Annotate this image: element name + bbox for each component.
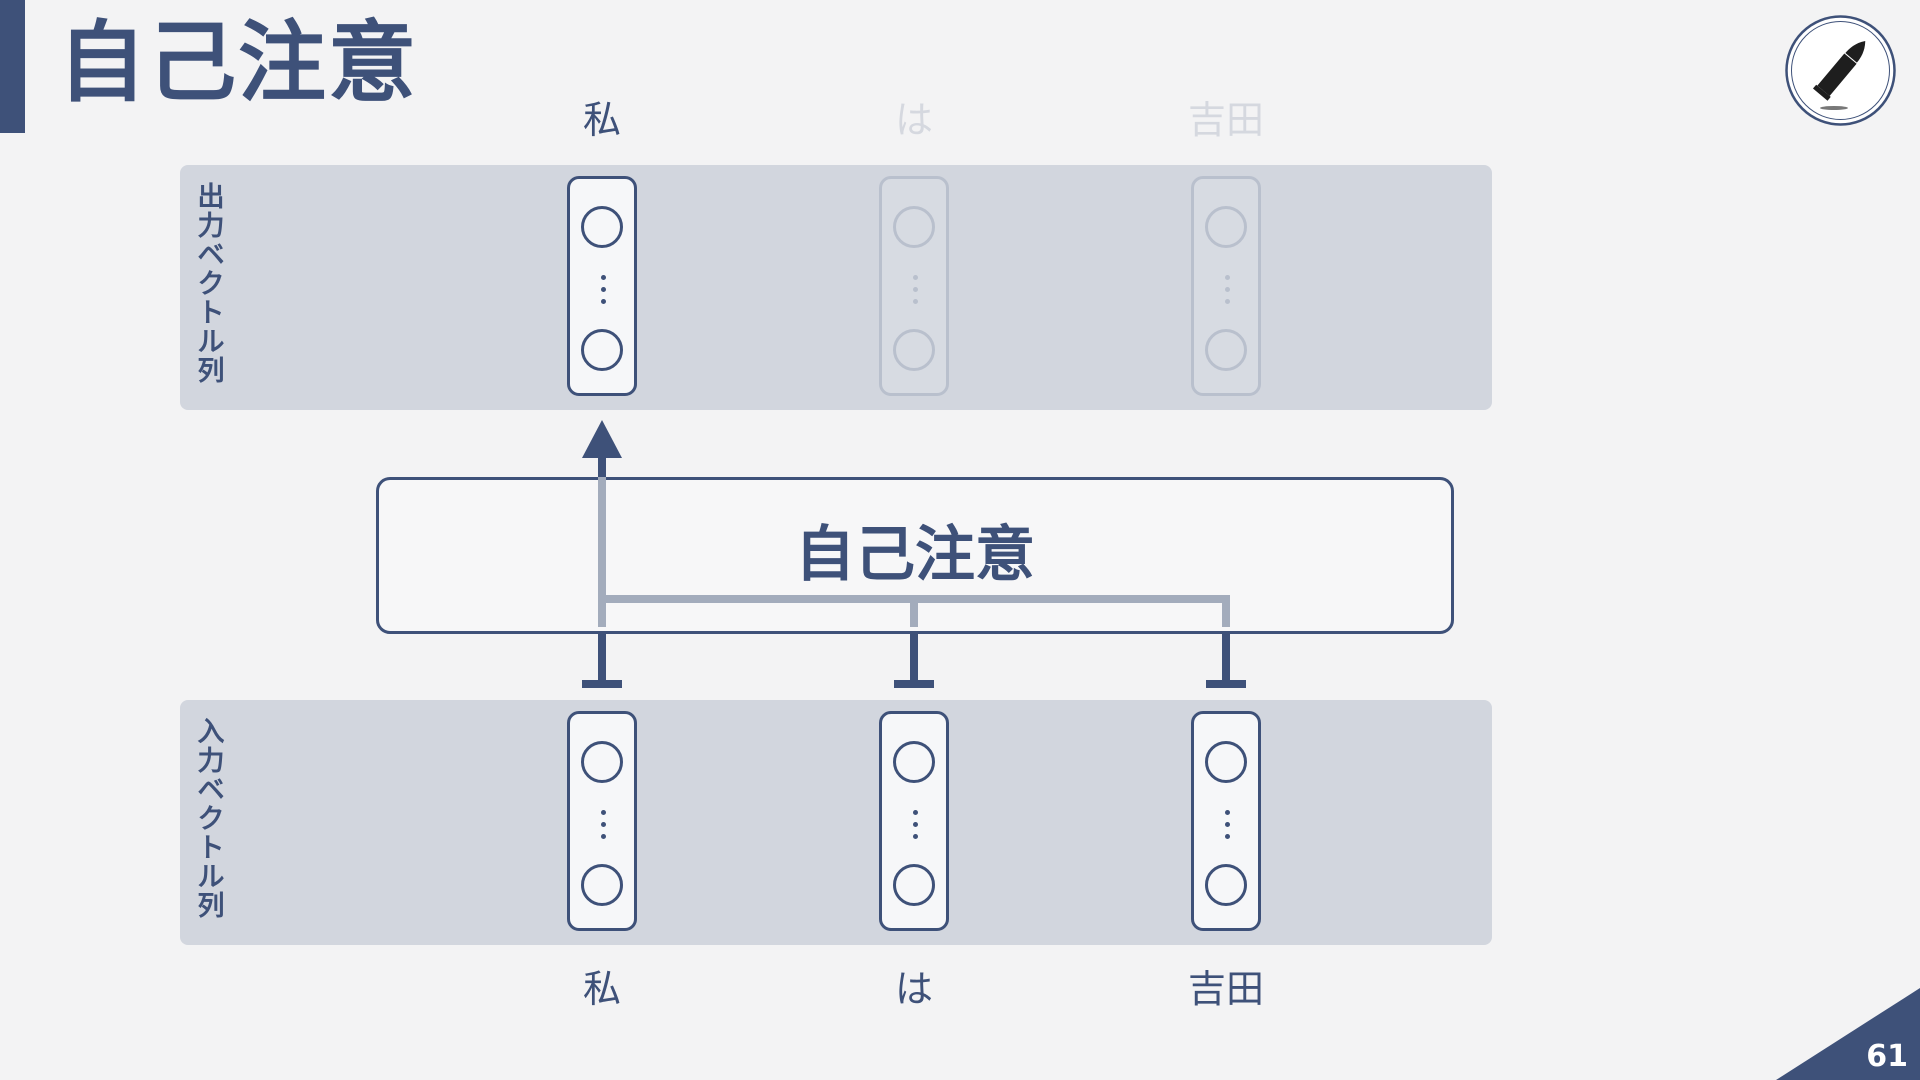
- output-panel-label: 出力ベクトル列: [197, 182, 225, 387]
- input-token-3: 吉田: [1187, 967, 1264, 1011]
- input-panel-label: 入力ベクトル列: [197, 717, 225, 922]
- self-attention-label: 自己注意: [795, 520, 1035, 590]
- neuron-circle: [893, 206, 935, 248]
- input-token-2: は: [894, 967, 933, 1011]
- ellipsis-dot: [1225, 275, 1230, 280]
- output-arrow-head: [582, 420, 622, 458]
- neuron-circle: [893, 741, 935, 783]
- input-token-1: 私: [582, 967, 621, 1011]
- output-vector-1: [567, 176, 637, 396]
- ellipsis-dot: [601, 287, 606, 292]
- ellipsis-dot: [913, 810, 918, 815]
- ellipsis-dot: [601, 834, 606, 839]
- ellipsis-dot: [1225, 822, 1230, 827]
- output-vector-panel: 出力ベクトル列: [180, 165, 1492, 410]
- input-stub-cap-2: [894, 680, 934, 688]
- slide-title: 自己注意: [58, 11, 419, 114]
- ellipsis-dot: [913, 287, 918, 292]
- ellipsis-dot: [601, 299, 606, 304]
- input-stub-cap-3: [1206, 680, 1246, 688]
- output-token-3: 吉田: [1187, 98, 1264, 142]
- neuron-circle: [581, 329, 623, 371]
- neuron-circle: [1205, 741, 1247, 783]
- title-accent-bar: [0, 0, 25, 133]
- neuron-circle: [581, 206, 623, 248]
- ellipsis-dot: [913, 275, 918, 280]
- output-token-2: は: [894, 98, 933, 142]
- input-vector-panel: 入力ベクトル列: [180, 700, 1492, 945]
- page-number: 61: [1866, 1039, 1908, 1074]
- ellipsis-dot: [1225, 834, 1230, 839]
- neuron-circle: [1205, 864, 1247, 906]
- ellipsis-dot: [601, 275, 606, 280]
- neuron-circle: [893, 329, 935, 371]
- output-vector-2: [879, 176, 949, 396]
- output-vector-3: [1191, 176, 1261, 396]
- ellipsis-dot: [1225, 287, 1230, 292]
- bullet-icon: [1785, 15, 1896, 126]
- ellipsis-dot: [913, 822, 918, 827]
- neuron-circle: [581, 741, 623, 783]
- input-vector-1: [567, 711, 637, 931]
- neuron-circle: [581, 864, 623, 906]
- neuron-circle: [1205, 206, 1247, 248]
- ellipsis-dot: [601, 822, 606, 827]
- ellipsis-dot: [1225, 810, 1230, 815]
- ellipsis-dot: [913, 834, 918, 839]
- input-stub-cap-1: [582, 680, 622, 688]
- ellipsis-dot: [601, 810, 606, 815]
- output-token-1: 私: [582, 98, 621, 142]
- ellipsis-dot: [913, 299, 918, 304]
- ellipsis-dot: [1225, 299, 1230, 304]
- neuron-circle: [1205, 329, 1247, 371]
- input-vector-3: [1191, 711, 1261, 931]
- input-vector-2: [879, 711, 949, 931]
- page-number-corner: [1776, 988, 1920, 1080]
- neuron-circle: [893, 864, 935, 906]
